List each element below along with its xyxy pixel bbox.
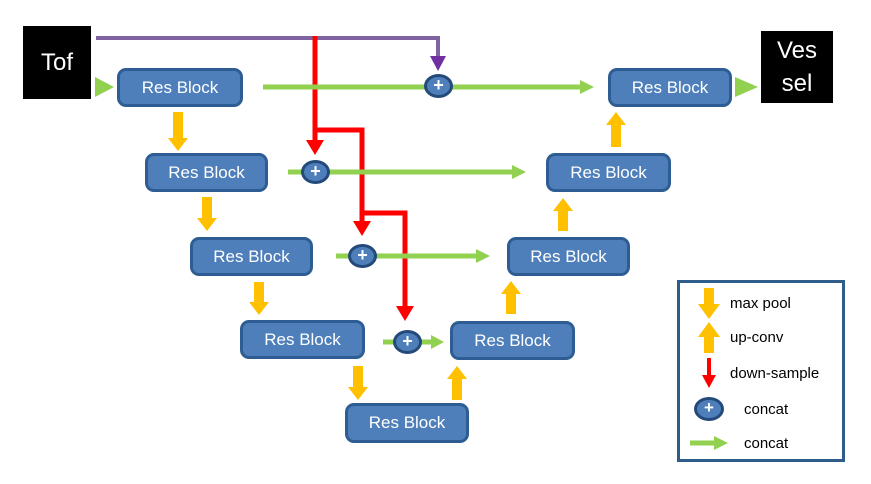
res-block-label: Res Block: [530, 246, 607, 266]
plus-icon: +: [402, 330, 413, 351]
res-block-decoder-4: Res Block: [450, 321, 575, 360]
plus-icon: +: [310, 160, 321, 181]
up-conv-arrow-1-icon: [606, 112, 626, 147]
plus-icon: +: [357, 244, 368, 265]
res-block-label: Res Block: [141, 77, 219, 97]
res-block-label: Res Block: [474, 330, 551, 350]
res-block-encoder-3: Res Block: [190, 237, 313, 276]
res-block-decoder-1: Res Block: [608, 68, 732, 107]
legend-box: max pool up-conv down-sample + concat co…: [677, 280, 845, 462]
max-pool-arrow-4-icon: [348, 366, 368, 400]
res-block-label: Res Block: [264, 329, 341, 349]
green-output-arrow-icon: [735, 77, 758, 97]
res-block-decoder-2: Res Block: [546, 153, 671, 192]
res-block-label: Res Block: [213, 246, 290, 266]
max-pool-arrow-3-icon: [249, 282, 269, 315]
legend-item-max-pool: max pool: [688, 287, 791, 319]
res-block-bottleneck: Res Block: [345, 403, 469, 443]
res-block-label: Res Block: [570, 162, 647, 182]
up-conv-arrow-2-icon: [553, 198, 573, 231]
input-box-tof: Tof: [23, 26, 91, 99]
legend-item-concat-plus: + concat: [688, 393, 788, 425]
legend-label: max pool: [730, 294, 791, 312]
green-arrow-row1-icon: [580, 80, 594, 94]
green-arrow-row3-icon: [476, 249, 490, 263]
downsample-arrow-2-icon: [353, 221, 371, 236]
plus-icon: +: [433, 74, 444, 95]
down-sample-icon: [688, 358, 730, 388]
max-pool-arrow-2-icon: [197, 197, 217, 231]
input-label: Tof: [40, 49, 73, 76]
output-label-line1: Ves: [776, 37, 818, 64]
legend-item-down-sample: down-sample: [688, 357, 819, 389]
max-pool-arrow-1-icon: [168, 112, 188, 151]
legend-label: concat: [744, 434, 789, 452]
res-block-label: Res Block: [368, 413, 446, 432]
legend-label: down-sample: [730, 364, 820, 382]
concat-arrow-icon: [688, 435, 730, 451]
up-conv-icon: [688, 321, 730, 353]
output-label-line2: sel: [781, 70, 813, 97]
legend-item-up-conv: up-conv: [688, 321, 783, 353]
up-conv-arrow-4-icon: [447, 366, 467, 400]
concat-node-row2: +: [301, 160, 330, 184]
green-arrow-row4-icon: [431, 335, 444, 349]
res-block-encoder-4: Res Block: [240, 320, 365, 359]
downsample-arrow-1-icon: [306, 140, 324, 155]
plus-icon: +: [704, 398, 714, 417]
concat-node-row4: +: [393, 330, 422, 354]
green-arrow-row2-icon: [512, 165, 526, 179]
concat-node-row1: +: [424, 74, 453, 98]
concat-node-row3: +: [348, 244, 377, 268]
downsample-line-2: [315, 127, 365, 221]
max-pool-icon: [688, 287, 730, 319]
up-conv-arrow-3-icon: [501, 281, 521, 314]
purple-skip-arrow-icon: [430, 56, 446, 71]
res-block-label: Res Block: [168, 162, 245, 182]
output-box-vessel: Ves sel: [761, 31, 833, 103]
legend-label: up-conv: [730, 328, 784, 346]
green-input-arrow-icon: [95, 77, 114, 97]
res-block-encoder-2: Res Block: [145, 153, 268, 192]
downsample-arrow-3-icon: [396, 306, 414, 321]
legend-label: concat: [744, 400, 789, 418]
legend-item-concat-arrow: concat: [688, 427, 788, 459]
res-block-label: Res Block: [631, 77, 709, 97]
purple-skip-line: [96, 36, 440, 58]
res-block-encoder-1: Res Block: [117, 68, 243, 107]
downsample-line-3: [362, 210, 408, 306]
concat-plus-icon: +: [688, 397, 730, 421]
res-block-decoder-3: Res Block: [507, 237, 630, 276]
